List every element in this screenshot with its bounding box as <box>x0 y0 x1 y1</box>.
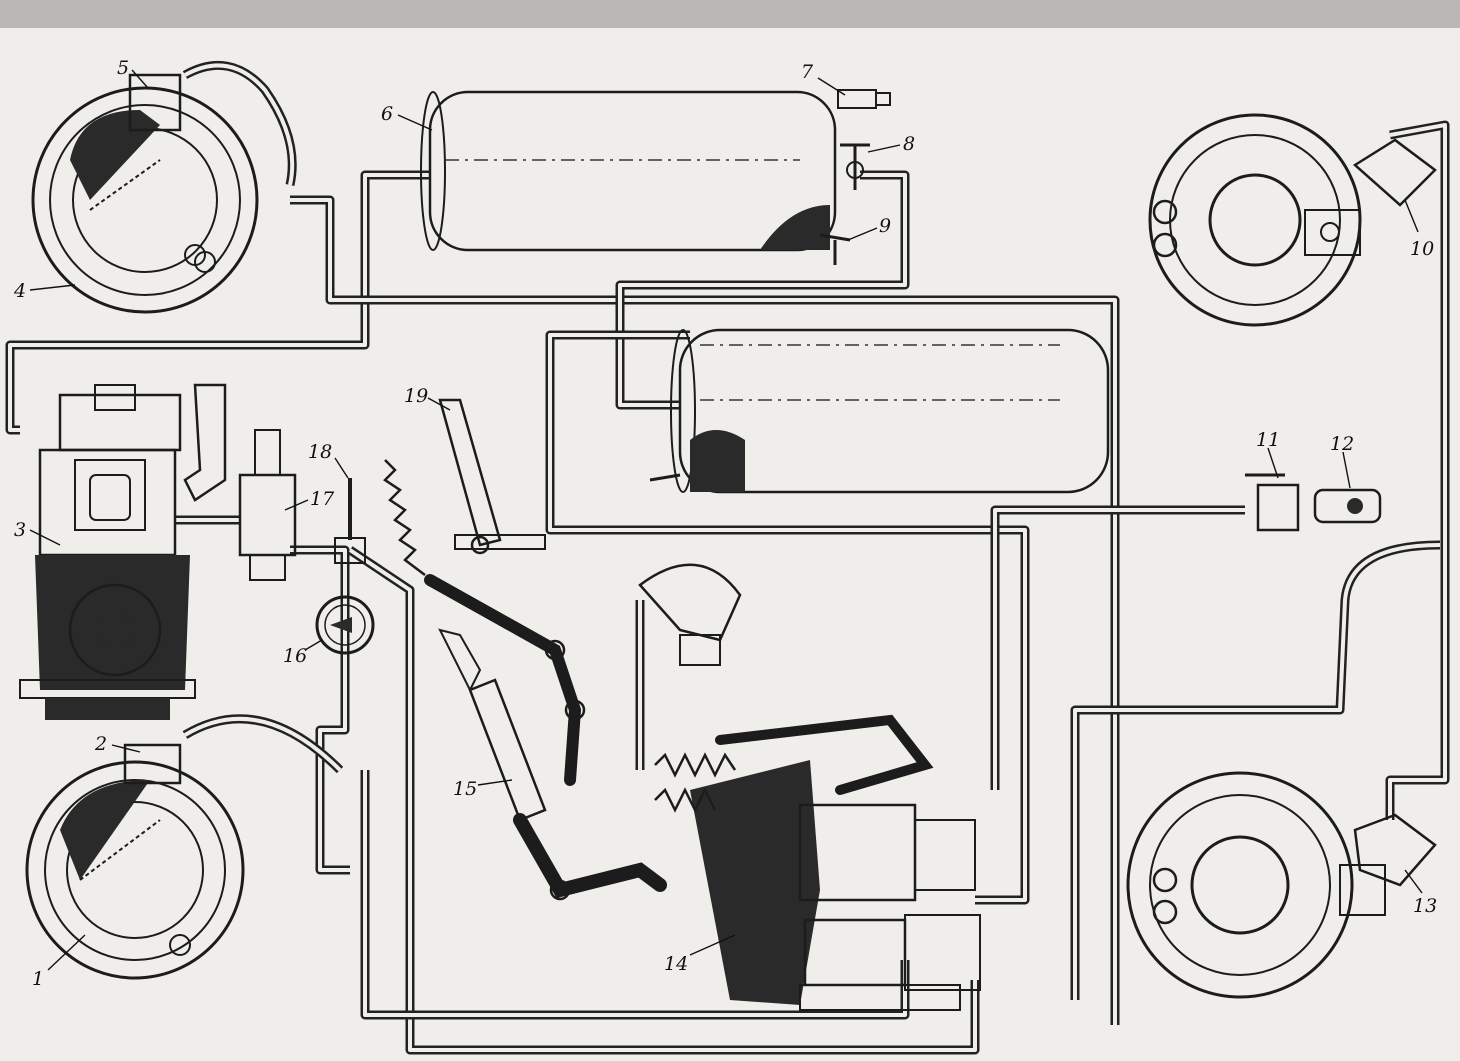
callouts: 1 2 3 4 5 6 7 8 9 10 11 12 13 14 15 16 1 <box>13 57 1437 990</box>
disconnect-cock <box>1245 473 1300 532</box>
drain-cock-lower <box>819 233 851 265</box>
gauge-line-fitting <box>334 478 366 564</box>
callout-17: 17 <box>310 488 335 510</box>
callout-16: 16 <box>283 645 307 667</box>
callout-9: 9 <box>879 215 891 237</box>
callout-5: 5 <box>117 57 129 79</box>
page-top-edge <box>0 0 1460 28</box>
pressure-regulator <box>238 429 297 581</box>
callout-11: 11 <box>1256 429 1280 451</box>
callout-8: 8 <box>903 133 915 155</box>
callout-18: 18 <box>308 441 332 463</box>
brake-wheel-front-left <box>31 73 259 314</box>
compressor <box>19 383 227 720</box>
air-tank-upper <box>420 90 837 252</box>
callout-3: 3 <box>14 519 26 541</box>
brake-wheel-rear-right <box>1126 771 1437 999</box>
callout-12: 12 <box>1330 433 1354 455</box>
callout-19: 19 <box>404 385 428 407</box>
callout-14: 14 <box>664 953 688 975</box>
drain-cock-upper <box>840 143 870 190</box>
brake-valve <box>690 760 981 1011</box>
callout-10: 10 <box>1410 238 1434 260</box>
brake-wheel-rear-left <box>25 743 245 980</box>
safety-valve <box>837 89 891 109</box>
callout-7: 7 <box>801 61 814 83</box>
callout-2: 2 <box>94 733 107 755</box>
brake-pedal-linkage <box>383 398 934 901</box>
pipe-network <box>5 60 1450 1055</box>
callout-13: 13 <box>1413 895 1437 917</box>
callout-4: 4 <box>13 280 26 302</box>
air-tank-lower <box>649 328 1110 494</box>
brake-wheel-front-right <box>1148 113 1437 327</box>
pressure-gauge <box>315 595 375 655</box>
callout-6: 6 <box>381 103 393 125</box>
coupling-head <box>1313 488 1382 524</box>
callout-1: 1 <box>32 968 44 990</box>
callout-15: 15 <box>453 778 477 800</box>
